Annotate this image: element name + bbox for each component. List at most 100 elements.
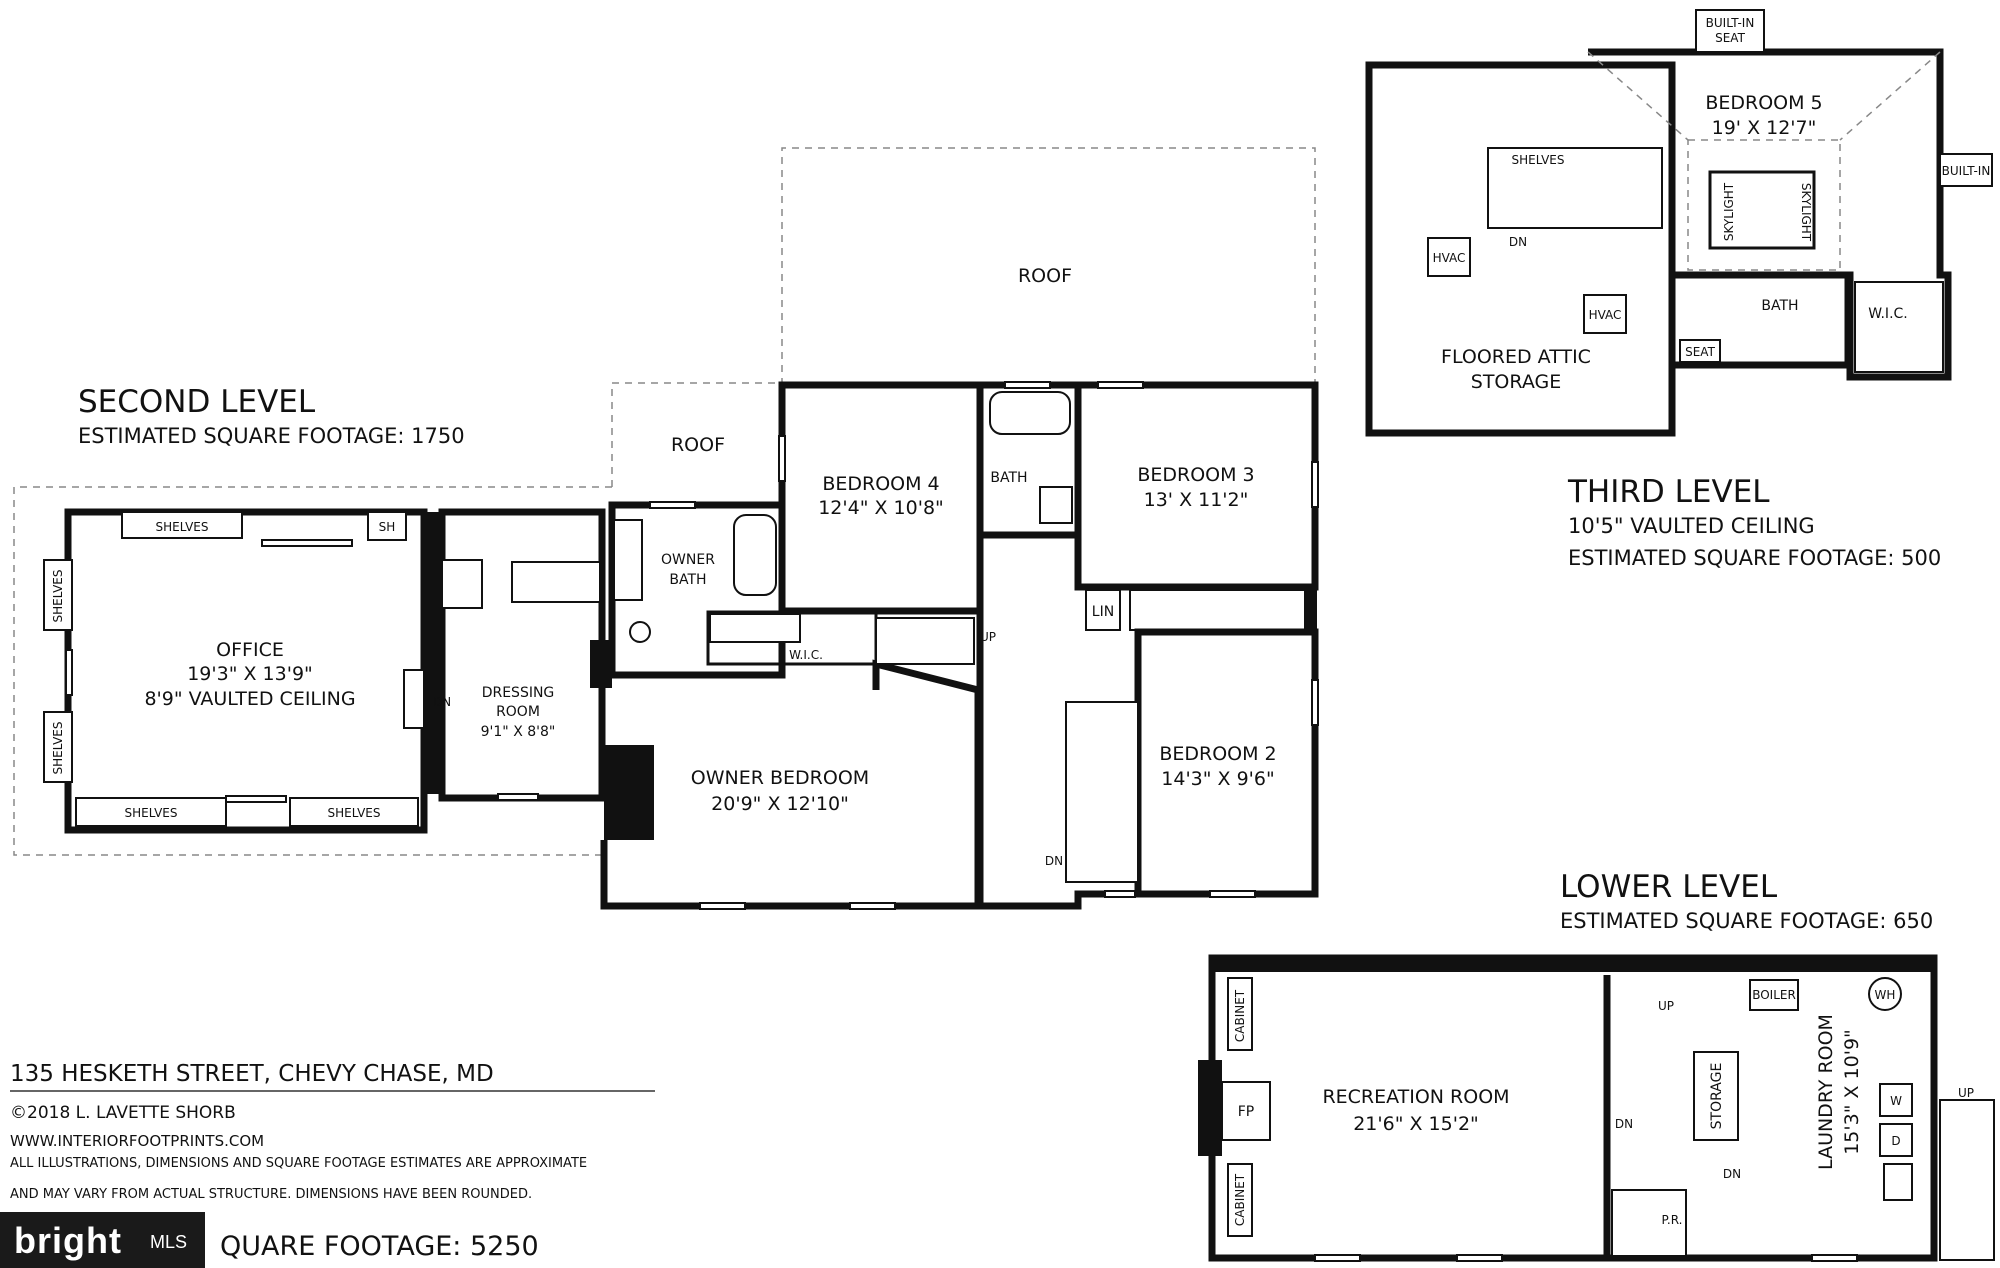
shelves-label-top: SHELVES bbox=[156, 520, 209, 534]
storage-closet bbox=[1693, 1051, 1739, 1141]
second-level-title: SECOND LEVEL bbox=[78, 384, 316, 420]
attic-name-2: STORAGE bbox=[1471, 371, 1561, 393]
bedroom3-window-right bbox=[1311, 461, 1319, 508]
bedroom3-walls bbox=[1074, 381, 1319, 591]
laundry-sink bbox=[1883, 1163, 1913, 1201]
vault-line-2 bbox=[1839, 51, 1941, 141]
lin-label: LIN bbox=[1092, 604, 1114, 620]
watermark-mls: MLS bbox=[150, 1232, 188, 1252]
lower-top-wall-band bbox=[1212, 958, 1934, 972]
boiler bbox=[1749, 979, 1799, 1011]
third-bath-seat bbox=[1679, 339, 1721, 363]
owner-bedroom-dim: 20'9" X 12'10" bbox=[711, 793, 849, 815]
built-in-seat bbox=[1695, 9, 1765, 53]
cabinet-bottom bbox=[1227, 1163, 1253, 1237]
shelves-stair bbox=[1487, 147, 1663, 229]
washer bbox=[1879, 1083, 1913, 1117]
dressing-closet-left bbox=[441, 559, 483, 609]
rec-window-1 bbox=[1314, 1254, 1361, 1262]
skylight-label-1: SKYLIGHT bbox=[1722, 182, 1736, 241]
second-level-footage: ESTIMATED SQUARE FOOTAGE: 1750 bbox=[78, 424, 465, 448]
total-footage: QUARE FOOTAGE: 5250 bbox=[220, 1231, 539, 1262]
bedroom2-name: BEDROOM 2 bbox=[1159, 743, 1276, 765]
owner-bedroom-window-2 bbox=[849, 902, 896, 910]
wh-label: WH bbox=[1875, 988, 1896, 1002]
owner-tub bbox=[733, 514, 777, 596]
attic-name-1: FLOORED ATTIC bbox=[1441, 346, 1591, 368]
dressing-closet-right bbox=[511, 561, 601, 603]
attic-walls bbox=[1365, 61, 1676, 437]
hvac-1 bbox=[1427, 237, 1471, 277]
hall-walls bbox=[976, 611, 1138, 910]
dressing-name-1: DRESSING bbox=[482, 685, 555, 701]
third-level-title: THIRD LEVEL bbox=[1567, 474, 1770, 510]
hvac-label-2: HVAC bbox=[1589, 308, 1622, 322]
disclaimer-1: ALL ILLUSTRATIONS, DIMENSIONS AND SQUARE… bbox=[10, 1156, 587, 1171]
main-stair-dn: DN bbox=[1045, 854, 1063, 868]
third-shelves-label: SHELVES bbox=[1512, 153, 1565, 167]
lower-dn-label-2: DN bbox=[1723, 1167, 1741, 1181]
office-stair-dn bbox=[403, 669, 425, 729]
third-wic-label: W.I.C. bbox=[1868, 306, 1908, 322]
wall-block-1 bbox=[590, 640, 612, 688]
chimney-wall bbox=[424, 512, 442, 794]
lower-level-title: LOWER LEVEL bbox=[1560, 869, 1778, 905]
bedroom5-name: BEDROOM 5 bbox=[1705, 92, 1822, 114]
owner-bath-1: OWNER bbox=[661, 552, 715, 568]
disclaimer-2: AND MAY VARY FROM ACTUAL STRUCTURE. DIME… bbox=[10, 1187, 532, 1202]
lower-stair-up bbox=[1939, 1099, 1995, 1261]
second-level-plan bbox=[13, 147, 1319, 910]
bedroom4-dim: 12'4" X 10'8" bbox=[818, 497, 944, 519]
cabinet-label-top: CABINET bbox=[1233, 989, 1247, 1042]
owner-bath-2: BATH bbox=[669, 572, 706, 588]
office-name: OFFICE bbox=[216, 639, 284, 661]
hvac-2 bbox=[1583, 294, 1627, 334]
third-level-plan bbox=[1365, 9, 1993, 437]
owner-bath-window bbox=[649, 501, 696, 509]
bedroom5-dim: 19' X 12'7" bbox=[1712, 117, 1817, 139]
dressing-dim: 9'1" X 8'8" bbox=[481, 724, 556, 740]
rec-window-2 bbox=[1456, 1254, 1503, 1262]
lower-level-plan bbox=[1198, 954, 1995, 1262]
office-window-top bbox=[261, 539, 353, 547]
roof-label-2: ROOF bbox=[671, 434, 725, 456]
hall-window bbox=[1104, 890, 1136, 898]
boiler-label: BOILER bbox=[1752, 988, 1796, 1002]
roof-label-1: ROOF bbox=[1018, 265, 1072, 287]
skylight-label-2: SKYLIGHT bbox=[1799, 183, 1813, 242]
vault-line-1 bbox=[1587, 51, 1689, 141]
bedroom4-window bbox=[778, 435, 786, 482]
office-window-left bbox=[65, 649, 73, 696]
rec-dim: 21'6" X 15'2" bbox=[1353, 1113, 1479, 1135]
built-in-right-label: BUILT-IN bbox=[1942, 164, 1991, 178]
office-sh-cabinet bbox=[367, 511, 407, 541]
vault-ridge bbox=[1687, 139, 1841, 271]
wall-block-2 bbox=[1305, 587, 1317, 632]
lower-up-label-1: UP bbox=[1658, 999, 1674, 1013]
third-bath-label: BATH bbox=[1761, 298, 1798, 314]
third-wic bbox=[1854, 281, 1944, 373]
cabinet-top bbox=[1227, 977, 1253, 1051]
owner-wic-label: W.I.C. bbox=[789, 648, 823, 662]
washer-label: W bbox=[1890, 1094, 1902, 1108]
office-shelf-bottom-right bbox=[289, 797, 419, 827]
built-in-right bbox=[1939, 153, 1993, 187]
rec-name: RECREATION ROOM bbox=[1322, 1086, 1509, 1108]
hall-bath-label: BATH bbox=[990, 470, 1027, 486]
third-level-ceiling: 10'5" VAULTED CEILING bbox=[1568, 514, 1815, 538]
office-window-bottom bbox=[225, 795, 287, 803]
office-shelf-bottom-left bbox=[75, 797, 227, 827]
shelves-label-bottom-right: SHELVES bbox=[328, 806, 381, 820]
shelves-label-bottom-left: SHELVES bbox=[125, 806, 178, 820]
main-stair bbox=[1065, 701, 1139, 883]
fp-label: FP bbox=[1238, 1104, 1255, 1120]
owner-toilet bbox=[629, 621, 651, 643]
bedroom3-dim: 13' X 11'2" bbox=[1144, 489, 1249, 511]
bedroom2-window-bottom bbox=[1209, 890, 1256, 898]
linen-closet bbox=[1085, 589, 1121, 631]
third-bath-walls bbox=[1668, 271, 1852, 369]
owner-bedroom-window-1 bbox=[699, 902, 746, 910]
laundry-name: LAUNDRY ROOM bbox=[1815, 1014, 1837, 1170]
fp-box bbox=[1221, 1081, 1271, 1141]
